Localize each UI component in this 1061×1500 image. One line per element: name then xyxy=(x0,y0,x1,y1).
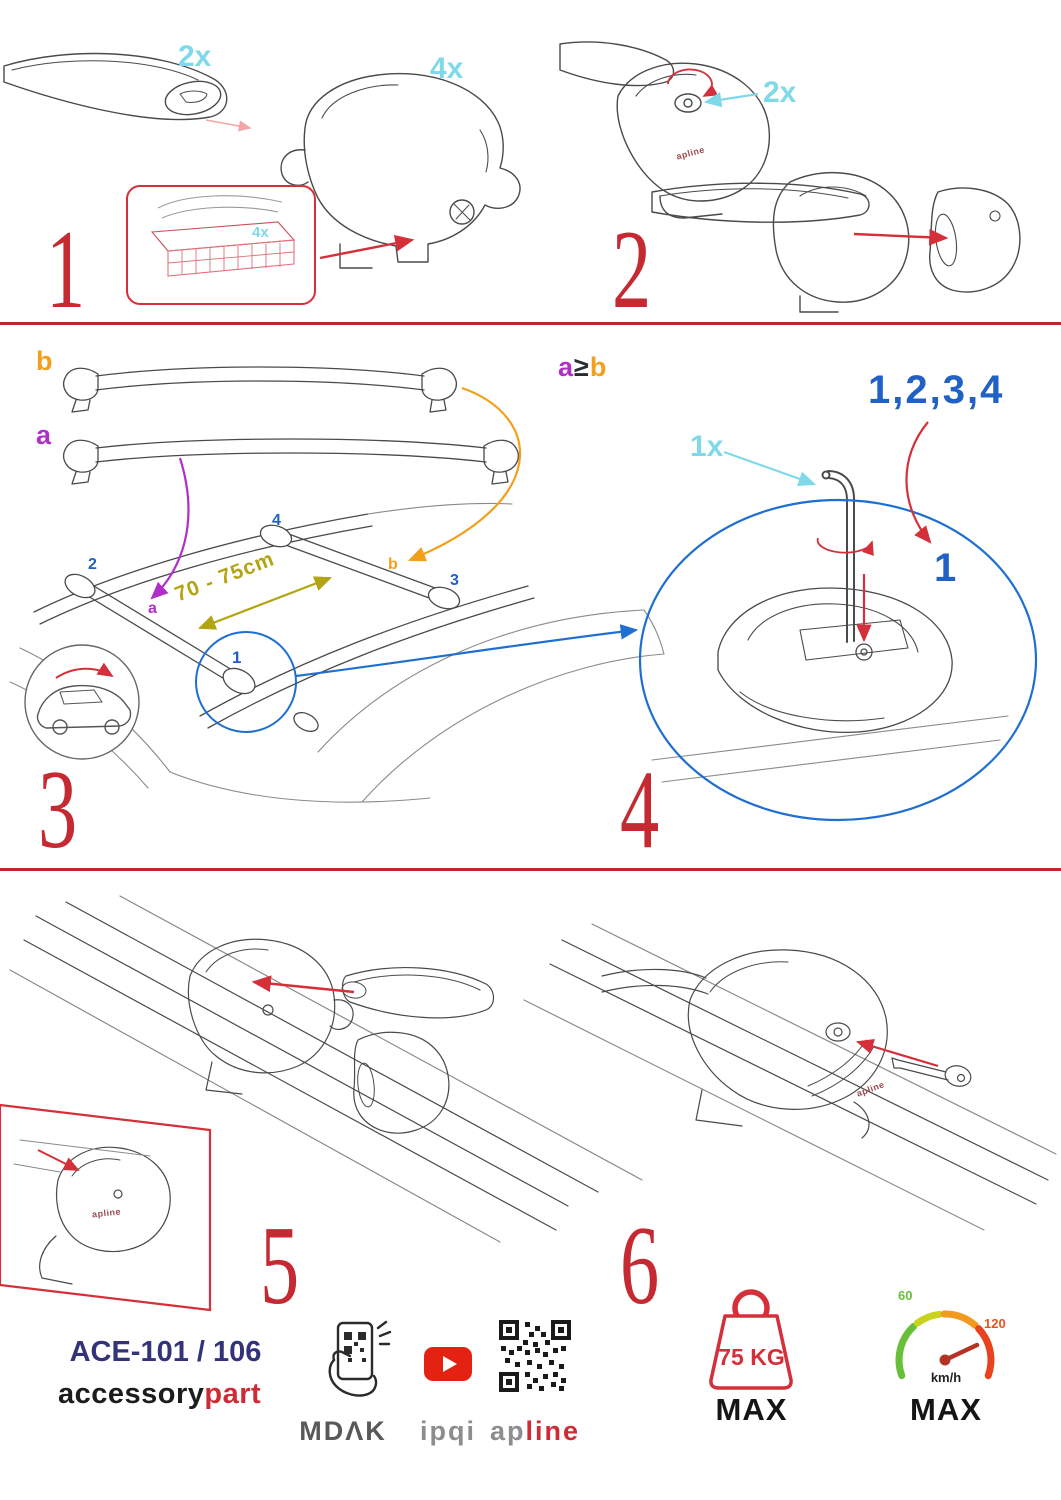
step3-number: 3 xyxy=(38,748,78,872)
step1-bar-qty: 2x xyxy=(178,40,212,73)
step5-number: 5 xyxy=(260,1204,300,1328)
ipqi-logo: ipqi xyxy=(420,1416,476,1446)
section-divider-2 xyxy=(0,868,1061,871)
step1-foot-qty: 4x xyxy=(430,52,464,85)
youtube-icon xyxy=(424,1347,472,1381)
tighten-first-label: 1 xyxy=(934,546,957,590)
speed-high-label: 120 xyxy=(984,1316,1006,1331)
steps-5-6-drawing xyxy=(0,895,1057,1312)
speedometer-icon xyxy=(895,1310,995,1380)
roof-position-1: 1 xyxy=(232,648,242,667)
front-bar-label: b xyxy=(36,346,53,376)
bar-length-rule: a≥b xyxy=(558,352,608,382)
steps-3-4-band: b a a≥b 1,2,3,4 1x 1 4 2 3 b a 1 70 - 75… xyxy=(0,330,1061,868)
step2-lock-qty: 2x xyxy=(763,76,797,109)
section-divider-1 xyxy=(0,322,1061,325)
weight-max-label: MAX xyxy=(715,1392,788,1427)
step2-number: 2 xyxy=(612,208,652,332)
product-model: ACE-101 / 106 xyxy=(69,1336,262,1368)
step6-number: 6 xyxy=(620,1204,660,1328)
roof-bar-a-label: a xyxy=(148,600,157,617)
speed-low-label: 60 xyxy=(898,1288,913,1303)
roof-position-4: 4 xyxy=(272,512,281,529)
steps-1-2-band: 2x 4x 4x 1 2x apline 2 xyxy=(0,0,1061,332)
step1-number: 1 xyxy=(46,208,86,332)
steps-1-2-drawing xyxy=(3,41,1021,313)
weight-limit-value: 75 KG xyxy=(718,1344,785,1370)
phone-scan-icon xyxy=(328,1320,392,1397)
mdak-logo: MDΛK xyxy=(299,1416,387,1446)
speed-max-label: MAX xyxy=(910,1392,982,1427)
roof-bar-b-label: b xyxy=(388,556,398,573)
qr-code-icon xyxy=(499,1320,571,1392)
speed-unit-label: km/h xyxy=(930,1370,962,1385)
roof-position-3: 3 xyxy=(450,572,459,589)
weight-limit-icon xyxy=(709,1289,793,1390)
steps-3-4-drawing xyxy=(9,366,1038,822)
brand-wordmark: accessorypart xyxy=(58,1378,262,1410)
car-inset-drawing xyxy=(24,644,140,760)
roof-position-2: 2 xyxy=(88,556,97,573)
steps-5-6-band: apline apline 5 6 xyxy=(0,878,1061,1328)
tightening-order: 1,2,3,4 xyxy=(868,368,1005,412)
step4-key-qty: 1x xyxy=(690,430,724,463)
step4-number: 4 xyxy=(620,748,660,872)
step1-pad-qty: 4x xyxy=(252,224,269,241)
rear-bar-label: a xyxy=(36,420,52,450)
apline-logo: apline xyxy=(489,1416,581,1446)
